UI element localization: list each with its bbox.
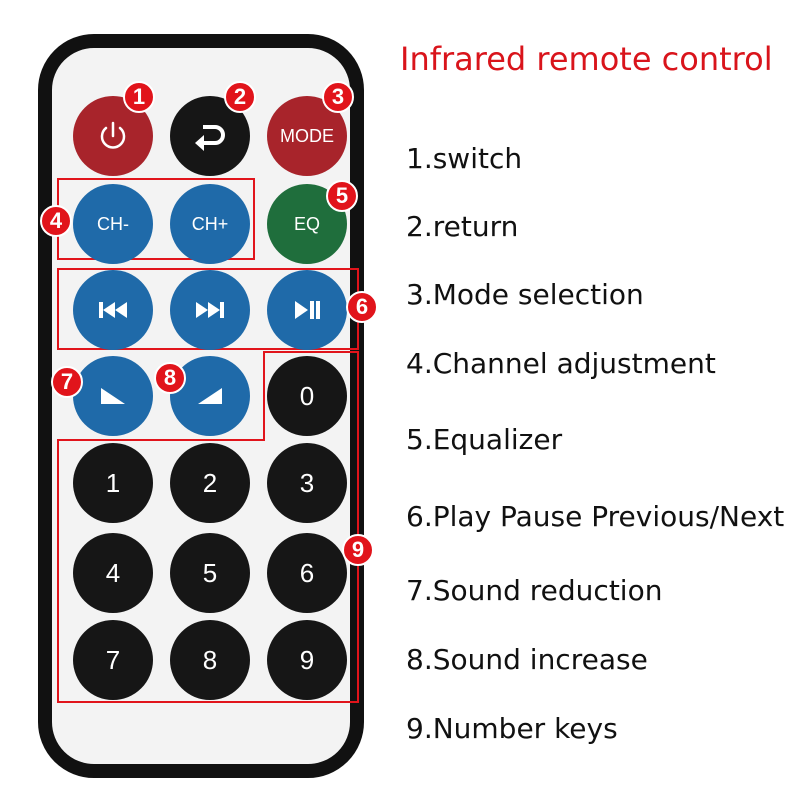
number-key-7[interactable]: 7 [73, 620, 153, 700]
volume-down-button[interactable] [73, 356, 153, 436]
number-key-6[interactable]: 6 [267, 533, 347, 613]
number-key-label: 7 [105, 644, 121, 675]
play-pause-icon [295, 301, 320, 319]
number-keys-group-box-top [263, 351, 359, 353]
volume-up-icon [198, 388, 222, 404]
marker-badge-2: 2 [224, 81, 256, 113]
legend-item: 1.switch [406, 142, 523, 175]
legend-item: 9.Number keys [406, 712, 618, 745]
marker-badge-9: 9 [342, 534, 374, 566]
marker-badge-8: 8 [154, 362, 186, 394]
legend-item: 7.Sound reduction [406, 574, 663, 607]
equalizer-label: EQ [293, 213, 320, 234]
number-key-0[interactable]: 0 [267, 356, 347, 436]
marker-badge-1: 1 [123, 81, 155, 113]
number-key-label: 2 [202, 467, 218, 498]
number-key-9[interactable]: 9 [267, 620, 347, 700]
marker-badge-6: 6 [346, 291, 378, 323]
legend-item: 8.Sound increase [406, 643, 648, 676]
channel-up-label: CH+ [191, 213, 229, 234]
legend-item: 4.Channel adjustment [406, 347, 716, 380]
next-button[interactable] [170, 270, 250, 350]
channel-up-button[interactable]: CH+ [170, 184, 250, 264]
number-key-5[interactable]: 5 [170, 533, 250, 613]
number-key-4[interactable]: 4 [73, 533, 153, 613]
number-key-1[interactable]: 1 [73, 443, 153, 523]
legend-item: 5.Equalizer [406, 423, 563, 456]
channel-down-label: CH- [97, 213, 129, 234]
play-pause-button[interactable] [267, 270, 347, 350]
number-key-label: 6 [299, 557, 315, 588]
number-key-label: 8 [202, 644, 218, 675]
marker-badge-3: 3 [322, 81, 354, 113]
legend-item: 6.Play Pause Previous/Next [406, 500, 785, 533]
power-icon [100, 121, 126, 149]
number-key-label: 4 [105, 557, 121, 588]
legend-item: 3.Mode selection [406, 278, 644, 311]
diagram-title: Infrared remote control [400, 40, 773, 78]
marker-badge-5: 5 [326, 180, 358, 212]
next-track-icon [196, 302, 224, 318]
number-key-8[interactable]: 8 [170, 620, 250, 700]
volume-down-icon [101, 388, 125, 404]
number-key-3[interactable]: 3 [267, 443, 347, 523]
previous-track-icon [99, 302, 127, 318]
number-key-label: 3 [299, 467, 315, 498]
previous-button[interactable] [73, 270, 153, 350]
number-keys-group-box [57, 351, 359, 703]
marker-badge-7: 7 [51, 366, 83, 398]
number-key-label: 1 [105, 467, 121, 498]
number-key-label: 9 [299, 644, 315, 675]
channel-down-button[interactable]: CH- [73, 184, 153, 264]
return-arrow-icon [195, 125, 225, 151]
number-key-2[interactable]: 2 [170, 443, 250, 523]
legend-item: 2.return [406, 210, 519, 243]
number-keys-group-box-left [57, 439, 59, 703]
number-key-label: 0 [299, 380, 315, 411]
number-keys-group-box-left-upper [263, 351, 265, 441]
mode-label: MODE [280, 125, 334, 146]
number-key-label: 5 [202, 557, 218, 588]
marker-badge-4: 4 [40, 205, 72, 237]
number-keys-group-box-mid [57, 439, 265, 441]
